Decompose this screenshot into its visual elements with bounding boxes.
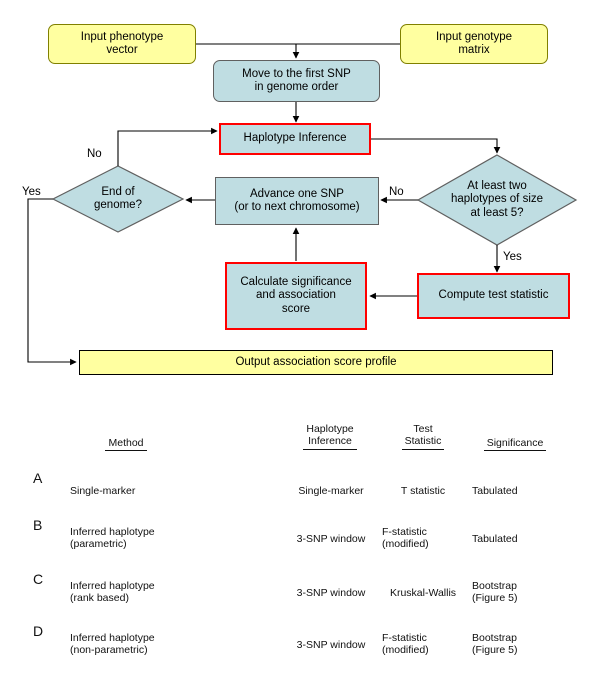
table-cell-hap-a-wrap: Single-marker (285, 472, 377, 497)
table-header-method-text: Method (105, 437, 147, 451)
table-cell-test-statistic: T statistic (400, 484, 446, 497)
table-cell-hap-b-wrap: 3-SNP window (285, 520, 377, 545)
table-header-significance: Significance (472, 424, 558, 451)
node-compute-test-statistic-label: Compute test statistic (438, 289, 549, 302)
node-output-association-score-profile[interactable]: Output association score profile (79, 350, 553, 375)
table-row-letter-a-text: A (33, 470, 43, 486)
table-header-haplotype-inference-text: Haplotype Inference (303, 423, 357, 450)
table-cell-significance: Bootstrap (Figure 5) (472, 579, 518, 605)
table-cell-sig-a-wrap: Tabulated (472, 472, 558, 497)
table-cell-method: Single-marker (70, 484, 136, 497)
table-row-letter-c-text: C (33, 571, 44, 587)
table-cell-test-statistic: F-statistic (modified) (382, 525, 429, 551)
table-cell-hap-d-wrap: 3-SNP window (285, 626, 377, 651)
edge-haplotype-to-diamond (371, 138, 501, 154)
table-row: Single-marker (70, 472, 260, 497)
edge-yes-to-output (27, 198, 77, 366)
table-row-letter-b-text: B (33, 517, 43, 533)
table-cell-test-a-wrap: T statistic (382, 472, 464, 497)
table-cell-haplotype-inference: Single-marker (298, 484, 364, 497)
edge-label-yes-end-of-genome-text: Yes (22, 186, 41, 198)
table-cell-method: Inferred haplotype (parametric) (70, 525, 155, 551)
node-advance-one-snp[interactable]: Advance one SNP (or to next chromosome) (215, 177, 379, 225)
table-cell-test-statistic: F-statistic (modified) (382, 631, 429, 657)
table-cell-sig-b-wrap: Tabulated (472, 520, 558, 545)
table-row-letter-b: B (33, 517, 42, 533)
node-input-genotype-matrix[interactable]: Input genotype matrix (400, 24, 548, 64)
table-cell-method: Inferred haplotype (non-parametric) (70, 631, 155, 657)
node-calculate-significance-label: Calculate significance and association s… (240, 275, 352, 315)
table-cell-test-d-wrap: F-statistic (modified) (382, 619, 464, 657)
table-row-letter-c: C (33, 571, 43, 587)
edge-label-yes-haplotypes: Yes (503, 251, 522, 263)
node-move-to-first-snp[interactable]: Move to the first SNP in genome order (213, 60, 380, 102)
table-row-letter-d: D (33, 623, 43, 639)
table-cell-test-c-wrap: Kruskal-Wallis (380, 574, 466, 599)
table-header-test-statistic: Test Statistic (382, 410, 464, 450)
node-haplotype-inference-label: Haplotype Inference (243, 132, 347, 145)
table-header-significance-text: Significance (483, 437, 547, 451)
node-compute-test-statistic[interactable]: Compute test statistic (417, 273, 570, 319)
table-row: Inferred haplotype (parametric) (70, 513, 260, 551)
diamond-end-of-genome (51, 165, 185, 233)
table-row-letter-d-text: D (33, 623, 44, 639)
node-input-phenotype-vector-label: Input phenotype vector (80, 30, 164, 57)
node-advance-one-snp-label: Advance one SNP (or to next chromosome) (234, 187, 360, 214)
table-header-method: Method (86, 424, 166, 451)
node-input-phenotype-vector[interactable]: Input phenotype vector (48, 24, 196, 64)
table-cell-haplotype-inference: 3-SNP window (296, 532, 366, 545)
table-cell-sig-d-wrap: Bootstrap (Figure 5) (472, 619, 558, 657)
table-cell-test-statistic: Kruskal-Wallis (389, 586, 457, 599)
table-cell-test-b-wrap: F-statistic (modified) (382, 513, 464, 551)
edge-label-no-haplotypes: No (389, 186, 404, 198)
node-input-genotype-matrix-label: Input genotype matrix (435, 30, 513, 57)
table-cell-haplotype-inference: 3-SNP window (296, 638, 366, 651)
table-cell-method: Inferred haplotype (rank based) (70, 579, 155, 605)
table-header-haplotype-inference: Haplotype Inference (285, 410, 375, 450)
node-output-association-score-profile-label: Output association score profile (235, 355, 397, 368)
diamond-at-least-two (416, 154, 578, 246)
table-row-letter-a: A (33, 470, 42, 486)
node-move-to-first-snp-label: Move to the first SNP in genome order (242, 67, 351, 94)
edge-label-no-end-of-genome: No (87, 148, 102, 160)
table-cell-hap-c-wrap: 3-SNP window (285, 574, 377, 599)
edge-phenotype-to-move (196, 43, 300, 59)
node-haplotype-inference[interactable]: Haplotype Inference (219, 123, 371, 155)
table-cell-significance: Bootstrap (Figure 5) (472, 631, 518, 657)
table-row: Inferred haplotype (rank based) (70, 567, 260, 605)
table-header-test-statistic-text: Test Statistic (401, 423, 445, 450)
edge-no-to-haplotype (117, 127, 218, 166)
node-calculate-significance[interactable]: Calculate significance and association s… (225, 262, 367, 330)
edge-label-no-haplotypes-text: No (389, 186, 404, 198)
table-cell-significance: Tabulated (472, 532, 518, 545)
table-cell-haplotype-inference: 3-SNP window (296, 586, 366, 599)
edge-label-yes-end-of-genome: Yes (22, 186, 41, 198)
edge-label-yes-haplotypes-text: Yes (503, 251, 522, 263)
edge-label-no-end-of-genome-text: No (87, 148, 102, 160)
table-row: Inferred haplotype (non-parametric) (70, 619, 260, 657)
table-cell-sig-c-wrap: Bootstrap (Figure 5) (472, 567, 558, 605)
table-cell-significance: Tabulated (472, 484, 518, 497)
